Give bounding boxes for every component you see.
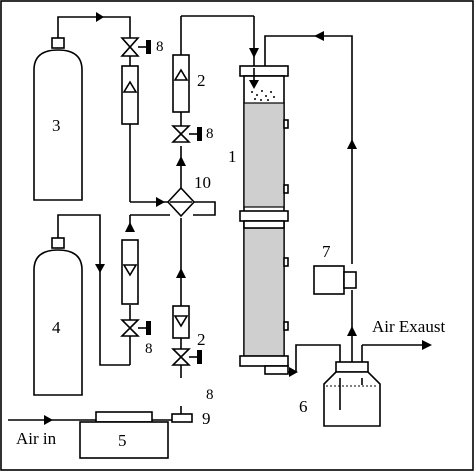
rotameter-a <box>121 65 139 125</box>
label-valve-c: 8 <box>206 126 214 142</box>
label-pump: 5 <box>118 431 127 450</box>
label-column: 1 <box>228 147 237 166</box>
gas-cylinder-3 <box>33 37 83 201</box>
pipe-network <box>8 12 432 425</box>
label-flowmeter-top: 2 <box>197 71 206 90</box>
label-cylinder-3: 3 <box>52 116 61 135</box>
rotameter-top <box>172 54 190 113</box>
label-valve-b: 8 <box>145 341 153 357</box>
label-valve-d: 8 <box>206 387 214 403</box>
gas-cylinder-4 <box>33 237 83 396</box>
label-valve-a: 8 <box>156 39 164 55</box>
label-mixer: 10 <box>194 173 211 192</box>
sensor-7 <box>313 265 357 295</box>
rotameter-b <box>121 239 139 305</box>
label-air-exhaust: Air Exaust <box>372 317 445 336</box>
needle-valve-b <box>120 319 151 337</box>
label-sensor: 7 <box>322 242 331 261</box>
needle-valve-a <box>120 37 151 57</box>
needle-valve-c <box>171 125 202 143</box>
wash-bottle-6 <box>323 361 381 427</box>
needle-valve-d <box>171 348 202 366</box>
label-air-in: Air in <box>16 429 57 448</box>
label-bottle: 6 <box>299 397 308 416</box>
fitting-9 <box>171 413 193 423</box>
mixer-cross <box>166 186 196 218</box>
label-cylinder-4: 4 <box>52 318 61 337</box>
label-flowmeter-bottom: 2 <box>197 330 206 349</box>
rotameter-bottom <box>172 305 190 339</box>
label-fitting: 9 <box>202 409 211 428</box>
column-1 <box>239 65 289 375</box>
air-pump-5 <box>79 411 169 459</box>
